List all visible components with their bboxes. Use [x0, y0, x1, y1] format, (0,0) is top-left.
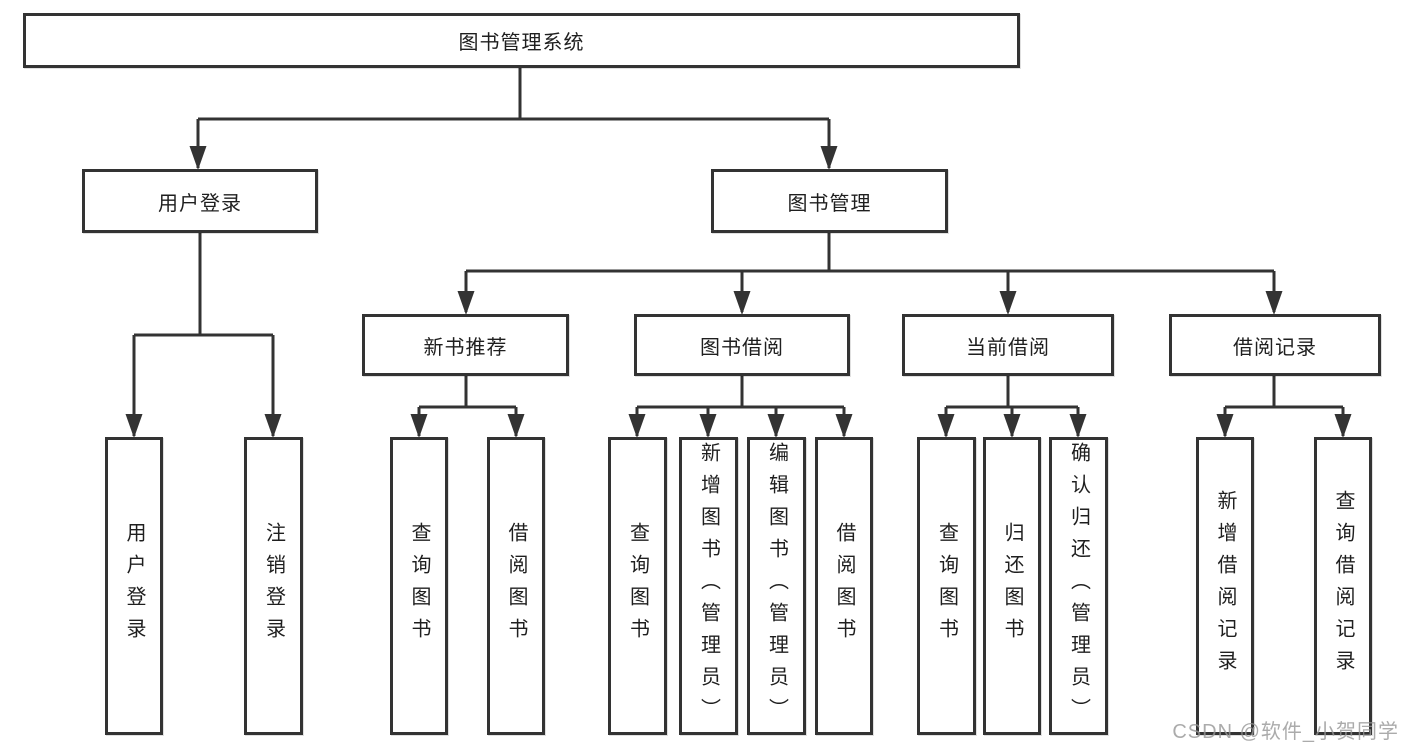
leaf-borrow-books-borrowing: 借阅图书 — [815, 437, 873, 735]
leaf-query-books-current-label: 查询图书 — [935, 522, 958, 650]
leaf-logout-label: 注销登录 — [262, 522, 285, 650]
leaf-logout: 注销登录 — [244, 437, 303, 735]
leaf-query-books-recommend-label: 查询图书 — [408, 522, 430, 650]
leaf-return-books-label: 归还图书 — [1001, 522, 1023, 650]
node-borrow-records: 借阅记录 — [1169, 314, 1381, 376]
arrowhead-icons — [125, 146, 1352, 438]
node-new-book-recommend: 新书推荐 — [362, 314, 569, 376]
node-current-borrowing-label: 当前借阅 — [966, 336, 1050, 359]
leaf-add-book-admin: 新增图书（管理员） — [679, 437, 738, 735]
node-user-login: 用户登录 — [82, 169, 318, 233]
node-book-management-label: 图书管理 — [787, 192, 872, 215]
node-user-login-label: 用户登录 — [158, 192, 242, 215]
leaf-query-books-recommend: 查询图书 — [390, 437, 448, 735]
leaf-confirm-return-admin-label: 确认归还（管理员） — [1067, 442, 1090, 730]
leaf-user-login: 用户登录 — [105, 437, 163, 735]
leaf-edit-book-admin-label: 编辑图书（管理员） — [765, 442, 788, 730]
node-book-management: 图书管理 — [711, 169, 948, 233]
leaf-add-borrow-record-label: 新增借阅记录 — [1214, 490, 1236, 682]
leaf-query-borrow-record: 查询借阅记录 — [1314, 437, 1372, 735]
node-new-book-recommend-label: 新书推荐 — [423, 336, 508, 359]
leaf-query-borrow-record-label: 查询借阅记录 — [1332, 490, 1354, 682]
leaf-borrow-books-recommend: 借阅图书 — [487, 437, 545, 735]
node-root: 图书管理系统 — [23, 13, 1020, 68]
node-root-label: 图书管理系统 — [458, 32, 585, 54]
leaf-query-books-borrowing-label: 查询图书 — [626, 522, 649, 650]
leaf-edit-book-admin: 编辑图书（管理员） — [747, 437, 806, 735]
leaf-add-book-admin-label: 新增图书（管理员） — [697, 442, 720, 730]
node-borrow-records-label: 借阅记录 — [1233, 336, 1317, 359]
node-book-borrowing-label: 图书借阅 — [700, 336, 784, 359]
leaf-borrow-books-recommend-label: 借阅图书 — [505, 522, 527, 650]
leaf-user-login-label: 用户登录 — [123, 522, 145, 650]
leaf-borrow-books-borrowing-label: 借阅图书 — [833, 522, 855, 650]
leaf-query-books-borrowing: 查询图书 — [608, 437, 667, 735]
node-book-borrowing: 图书借阅 — [634, 314, 850, 376]
leaf-query-books-current: 查询图书 — [917, 437, 976, 735]
node-current-borrowing: 当前借阅 — [902, 314, 1114, 376]
leaf-add-borrow-record: 新增借阅记录 — [1196, 437, 1254, 735]
leaf-confirm-return-admin: 确认归还（管理员） — [1049, 437, 1108, 735]
leaf-return-books: 归还图书 — [983, 437, 1041, 735]
